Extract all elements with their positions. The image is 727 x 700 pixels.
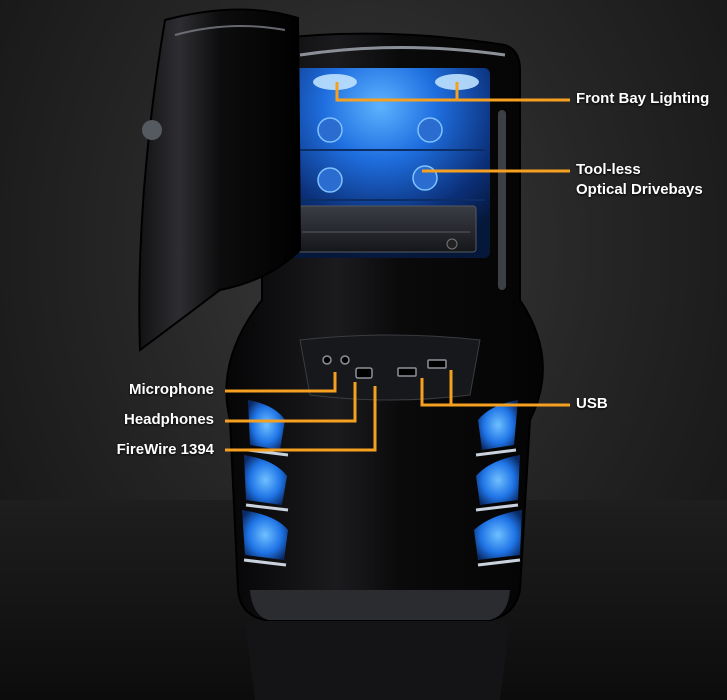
- callout-microphone: Microphone: [129, 381, 214, 398]
- vent-led-left: [242, 510, 288, 560]
- callout-line-front-bay-lighting: [335, 82, 570, 102]
- case-base: [250, 590, 510, 620]
- headphone-jack: [340, 355, 350, 365]
- side-rail: [498, 110, 506, 290]
- callout-lines: [225, 82, 570, 452]
- drivebay-latch: [317, 117, 343, 143]
- callout-usb: USB: [576, 395, 608, 412]
- callout-firewire: FireWire 1394: [116, 441, 214, 458]
- firewire-port: [355, 367, 373, 379]
- vent-led-right: [474, 510, 522, 560]
- callout-front-bay-lighting: Front Bay Lighting: [576, 90, 710, 107]
- usb-port-right: [427, 359, 447, 369]
- callout-line-firewire: [225, 386, 377, 452]
- front-door: [138, 8, 302, 352]
- microphone-jack: [322, 355, 332, 365]
- vent-led-right: [476, 455, 520, 505]
- front-io-panel: [299, 334, 481, 401]
- vent-led-left: [248, 400, 285, 450]
- callout-tool-less-line1: Tool-less: [576, 161, 641, 178]
- vent-chrome-right: [475, 448, 517, 457]
- vent-chrome-left: [245, 503, 289, 512]
- front-bay-light-left: [313, 74, 357, 90]
- callout-line-microphone: [225, 372, 337, 393]
- callout-line-headphones: [225, 382, 357, 423]
- top-rim: [299, 46, 506, 57]
- callout-line-usb: [420, 370, 570, 407]
- vent-chrome-left: [243, 558, 287, 567]
- optical-drive-eject-button: [446, 238, 458, 250]
- vent-chrome-right: [475, 503, 519, 512]
- callout-tool-less-line2: Optical Drivebays: [576, 181, 703, 198]
- vent-led-right: [478, 400, 518, 450]
- vent-chrome-right: [477, 558, 521, 567]
- drivebay-latch: [417, 117, 443, 143]
- case-reflection: [245, 620, 510, 700]
- door-hinge: [142, 120, 162, 140]
- usb-port-left: [397, 367, 417, 377]
- drivebay-latch: [317, 167, 343, 193]
- vent-led-left: [244, 455, 287, 505]
- callout-headphones: Headphones: [123, 411, 214, 428]
- door-highlight: [174, 25, 286, 36]
